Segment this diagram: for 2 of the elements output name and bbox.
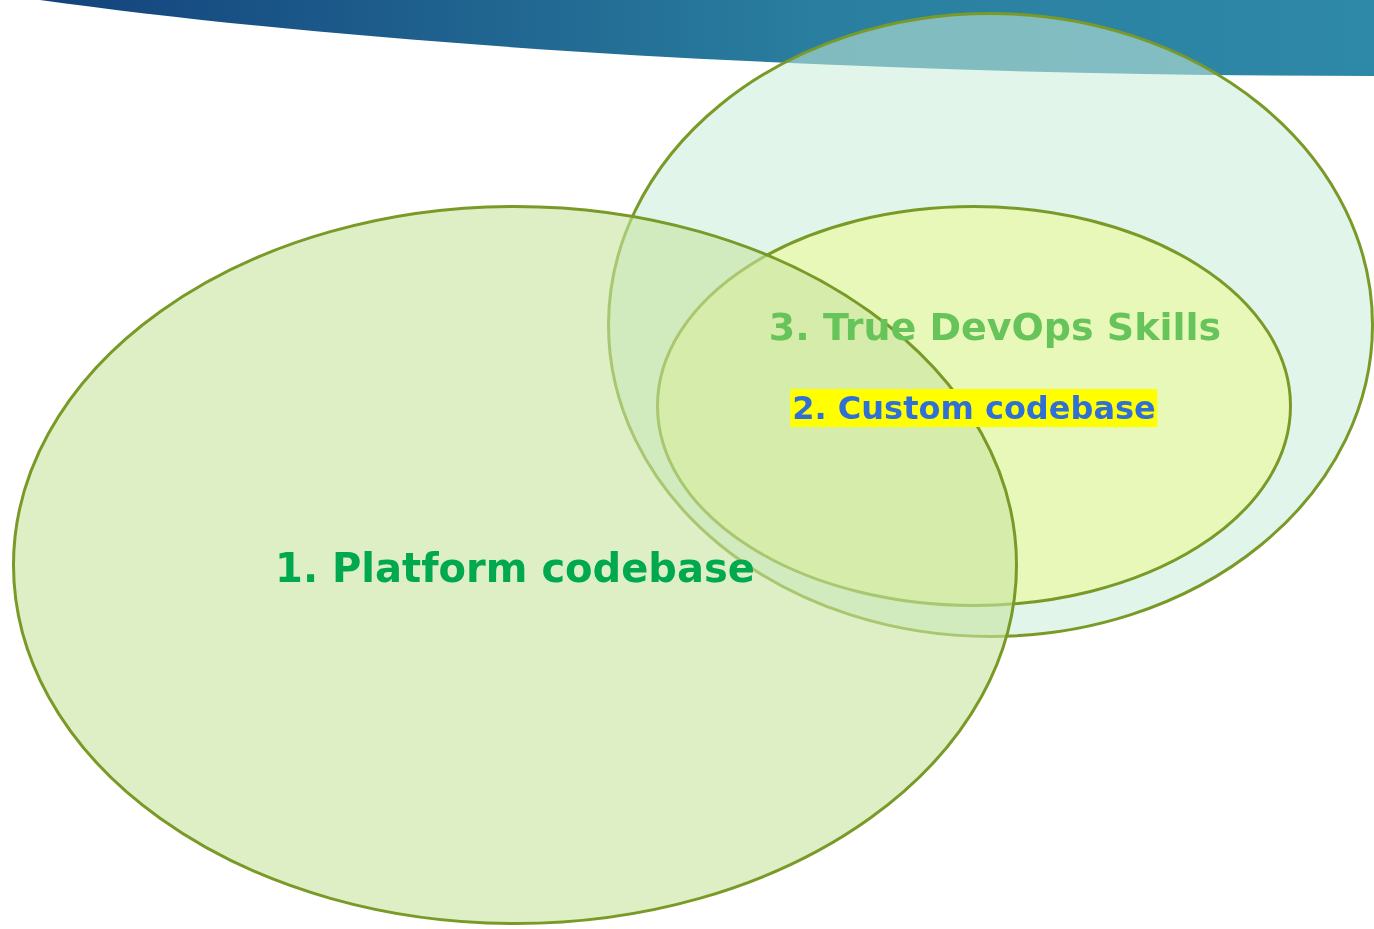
set-label: 2. Custom codebase	[790, 389, 1158, 427]
set-label: 1. Platform codebase	[275, 545, 755, 591]
